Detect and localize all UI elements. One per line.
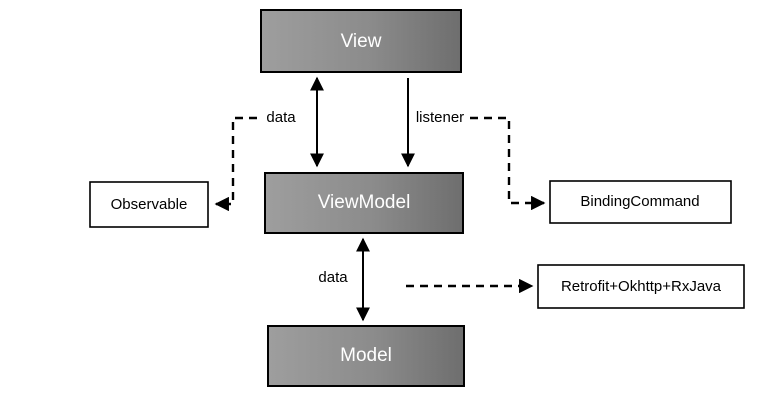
node-network[interactable]: Retrofit+Okhttp+RxJava [537,264,745,309]
node-model-rect[interactable] [267,325,465,387]
node-viewmodel-label: ViewModel [318,192,411,213]
edge-viewmodel-model-data: data [318,237,370,322]
node-view[interactable]: View [260,9,462,73]
edge-listener-to-bindingcommand [470,116,546,211]
node-network-label: Retrofit+Okhttp+RxJava [561,278,722,295]
edge-view-viewmodel-listener: listener [401,78,464,168]
node-viewmodel-rect[interactable] [264,172,464,234]
node-bindingcommand[interactable]: BindingCommand [549,180,732,224]
node-network-rect[interactable] [537,264,745,309]
node-model-label: Model [340,345,392,366]
node-view-rect[interactable] [260,9,462,73]
node-bindingcommand-label: BindingCommand [580,193,699,210]
edge-data-to-observable [214,116,257,212]
node-bindingcommand-rect[interactable] [549,180,732,224]
edge-label-data-model: data [318,269,348,286]
node-observable[interactable]: Observable [89,181,209,228]
arrow-listener-bindingcommand [470,116,546,211]
edge-label-data-view: data [266,109,296,126]
edge-label-listener: listener [416,109,464,126]
node-observable-rect[interactable] [89,181,209,228]
node-observable-label: Observable [111,196,188,213]
arrow-data-observable [214,116,257,212]
edge-view-viewmodel-data: data [266,76,324,168]
node-model[interactable]: Model [267,325,465,387]
node-view-label: View [341,31,382,52]
node-viewmodel[interactable]: ViewModel [264,172,464,234]
